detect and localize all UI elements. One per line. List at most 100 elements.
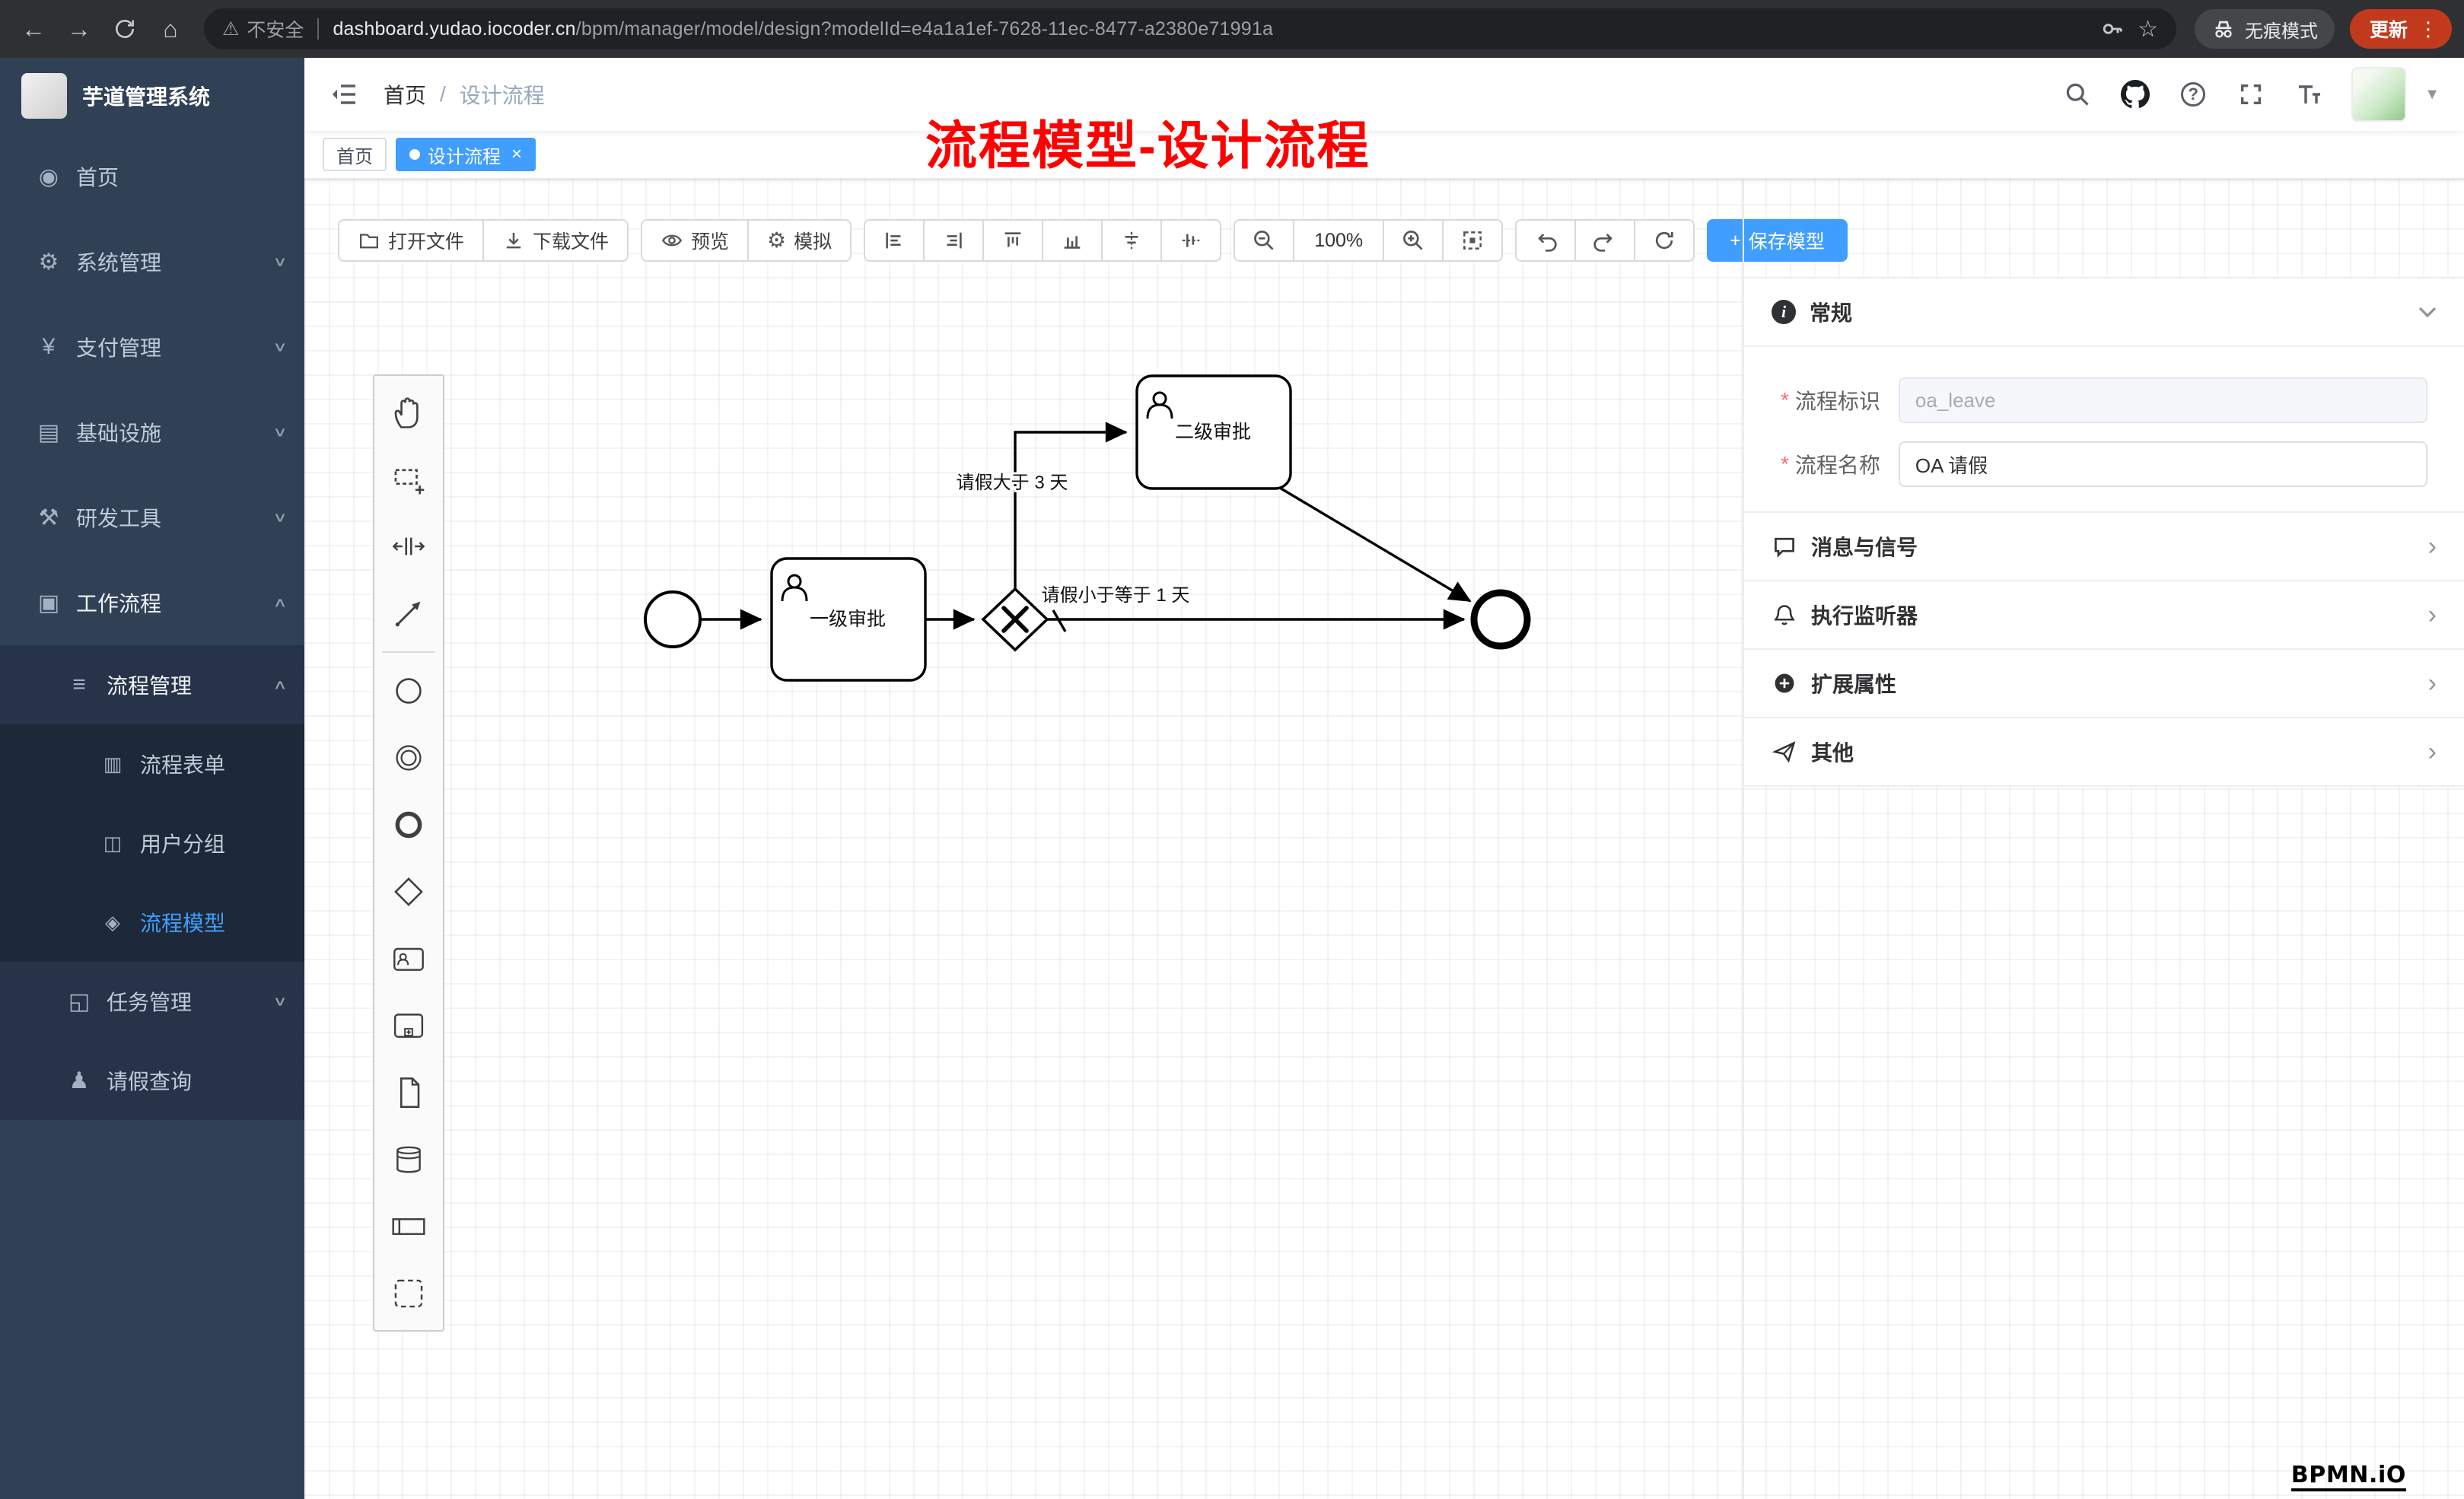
palette-data-store[interactable] xyxy=(374,1126,443,1193)
sidebar-item-task-mgmt[interactable]: ◱ 任务管理 ∨ xyxy=(0,962,304,1041)
sidebar-item-user-group[interactable]: ◫ 用户分组 xyxy=(0,804,304,883)
briefcase-icon: ▣ xyxy=(37,590,60,616)
fullscreen-icon[interactable] xyxy=(2236,79,2266,110)
sidebar-item-system[interactable]: ⚙ 系统管理 ∨ xyxy=(0,219,304,304)
palette-start-event[interactable] xyxy=(374,657,443,724)
bookmark-star-icon[interactable]: ☆ xyxy=(2138,16,2158,42)
font-size-icon[interactable] xyxy=(2294,79,2324,110)
tag-design-process[interactable]: 设计流程 × xyxy=(396,138,536,171)
bpmn-io-logo[interactable]: BPMN.iO xyxy=(2291,1462,2406,1491)
palette-subprocess[interactable] xyxy=(374,992,443,1059)
file-button-group: 打开文件 下载文件 xyxy=(338,219,629,262)
align-right-button[interactable] xyxy=(923,219,985,262)
palette-end-event[interactable] xyxy=(374,791,443,858)
exclusive-gateway[interactable] xyxy=(981,587,1049,652)
dashboard-icon: ◉ xyxy=(38,164,59,189)
browser-menu-icon[interactable]: ⋮ xyxy=(2418,18,2438,40)
update-button[interactable]: 更新 ⋮ xyxy=(2349,9,2452,49)
key-icon[interactable] xyxy=(2099,17,2124,41)
top-navbar: 首页 / 设计流程 ? ▼ xyxy=(304,58,2464,131)
section-extended-attrs[interactable]: 扩展属性 › xyxy=(1744,648,2464,717)
flow-label-le1[interactable]: 请假小于等于 1 天 xyxy=(1039,583,1192,608)
plus-circle-icon xyxy=(1772,671,1797,695)
search-icon[interactable] xyxy=(2062,79,2093,110)
chevron-down-icon: ∨ xyxy=(272,424,288,440)
zoom-in-button[interactable] xyxy=(1383,219,1444,262)
palette-data-object[interactable] xyxy=(374,1059,443,1126)
zoom-reset-button[interactable] xyxy=(1442,219,1504,262)
hamburger-button[interactable] xyxy=(329,79,359,110)
align-center-horizontal-button[interactable] xyxy=(1101,219,1163,262)
redo-button[interactable] xyxy=(1574,219,1636,262)
sidebar-item-devtools[interactable]: ⚒ 研发工具 ∨ xyxy=(0,475,304,560)
section-message-signal[interactable]: 消息与信号 › xyxy=(1744,511,2464,580)
github-icon[interactable] xyxy=(2120,79,2150,110)
save-model-button[interactable]: + 保存模型 xyxy=(1707,219,1848,262)
url-bar[interactable]: ⚠ 不安全 dashboard.yudao.iocoder.cn/bpm/man… xyxy=(204,8,2176,49)
flow-task2-to-end[interactable] xyxy=(1278,485,1472,603)
open-file-button[interactable]: 打开文件 xyxy=(338,219,485,262)
flow-label-gt3[interactable]: 请假大于 3 天 xyxy=(954,470,1071,495)
refresh-button[interactable] xyxy=(1634,219,1695,262)
avatar[interactable] xyxy=(2351,67,2407,122)
back-button[interactable]: ← xyxy=(21,14,46,43)
home-button[interactable]: ⌂ xyxy=(163,14,178,43)
task-second-approval[interactable]: 二级审批 xyxy=(1135,374,1292,490)
tag-home[interactable]: 首页 xyxy=(323,138,387,171)
palette-hand-tool[interactable] xyxy=(374,379,443,446)
dropdown-caret-icon[interactable]: ▼ xyxy=(2424,85,2440,103)
eye-icon xyxy=(662,234,683,247)
sidebar-item-workflow[interactable]: ▣ 工作流程 ∧ xyxy=(0,560,304,645)
section-general[interactable]: i 常规 xyxy=(1744,278,2464,347)
history-button-group xyxy=(1515,219,1695,262)
section-execution-listener[interactable]: 执行监听器 › xyxy=(1744,580,2464,648)
preview-button[interactable]: 预览 xyxy=(641,219,750,262)
end-event[interactable] xyxy=(1470,589,1531,650)
download-file-button[interactable]: 下载文件 xyxy=(482,219,629,262)
simulate-button[interactable]: ⚙ 模拟 xyxy=(747,219,852,262)
section-other[interactable]: 其他 › xyxy=(1744,717,2464,785)
help-icon[interactable]: ? xyxy=(2178,79,2208,110)
undo-button[interactable] xyxy=(1515,219,1577,262)
breadcrumb-home[interactable]: 首页 xyxy=(384,84,427,107)
sidebar-menu: ◉ 首页 ⚙ 系统管理 ∨ ¥ 支付管理 ∨ ▤ 基础设施 ∨ ⚒ 研发工具 ∨… xyxy=(0,134,304,1120)
flow-gateway-to-task2[interactable] xyxy=(1014,422,1128,589)
palette-intermediate-event[interactable] xyxy=(374,724,443,791)
align-left-button[interactable] xyxy=(864,219,925,262)
palette-separator xyxy=(382,651,435,653)
zoom-button-group: 100% xyxy=(1234,219,1504,262)
zoom-out-button[interactable] xyxy=(1234,219,1295,262)
palette-space-tool[interactable] xyxy=(374,513,443,580)
sidebar-item-infrastructure[interactable]: ▤ 基础设施 ∨ xyxy=(0,390,304,475)
sidebar-item-process-model[interactable]: ◈ 流程模型 xyxy=(0,883,304,962)
palette-gateway[interactable] xyxy=(374,858,443,925)
reload-button[interactable] xyxy=(103,8,146,50)
forward-button[interactable]: → xyxy=(67,14,91,43)
align-center-vertical-button[interactable] xyxy=(1160,219,1222,262)
task-first-approval[interactable]: 一级审批 xyxy=(770,557,927,682)
sidebar-item-payment[interactable]: ¥ 支付管理 ∨ xyxy=(0,304,304,390)
sidebar-item-process-form[interactable]: ▥ 流程表单 xyxy=(0,724,304,804)
process-name-input[interactable] xyxy=(1898,441,2427,487)
start-event[interactable] xyxy=(644,590,702,648)
sidebar-item-leave-query[interactable]: ♟ 请假查询 xyxy=(0,1041,304,1120)
palette-user-task[interactable] xyxy=(374,925,443,992)
bpmn-canvas[interactable]: 一级审批 二级审批 请假大于 3 天 请假小于等于 1 天 xyxy=(304,180,2464,1499)
properties-panel: i 常规 * 流程标识 * 流程名称 xyxy=(1743,180,2464,1499)
palette-connect-tool[interactable] xyxy=(374,580,443,647)
palette-participant[interactable] xyxy=(374,1193,443,1260)
sidebar-item-home[interactable]: ◉ 首页 xyxy=(0,134,304,219)
infrastructure-icon: ▤ xyxy=(37,419,60,445)
hamburger-icon xyxy=(333,84,355,104)
sidebar-item-process-mgmt[interactable]: ≡ 流程管理 ∧ xyxy=(0,645,304,724)
close-icon[interactable]: × xyxy=(511,144,523,164)
align-bottom-button[interactable] xyxy=(1042,219,1103,262)
align-top-button[interactable] xyxy=(982,219,1044,262)
security-chip[interactable]: ⚠ 不安全 xyxy=(222,15,304,43)
svg-text:一级审批: 一级审批 xyxy=(810,609,886,630)
process-key-input[interactable] xyxy=(1898,377,2427,423)
palette-lasso-tool[interactable] xyxy=(374,446,443,513)
palette-group[interactable] xyxy=(374,1260,443,1327)
download-icon xyxy=(506,233,521,249)
bpmn-palette xyxy=(373,374,444,1332)
